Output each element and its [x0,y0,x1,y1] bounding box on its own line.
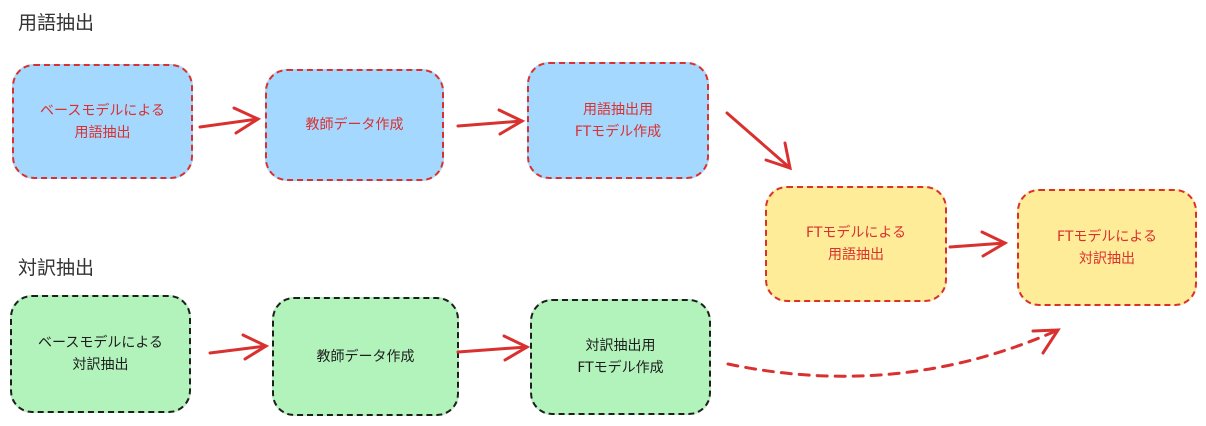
node-term-ft-model[interactable]: 用語抽出用 FTモデル作成 [527,62,709,179]
section-title-term: 用語抽出 [18,12,95,34]
arrow-1 [198,106,262,135]
node-pair-ft-model[interactable]: 対訳抽出用 FTモデル作成 [530,299,711,415]
arrow-6 [456,334,531,362]
arrow-4 [948,230,1009,258]
node-ft-term-extraction[interactable]: FTモデルによる 用語抽出 [765,186,947,302]
section-title-pair: 対訳抽出 [18,257,95,279]
arrow-2 [456,108,526,136]
arrow-5 [208,333,270,361]
node-base-pair-extraction[interactable]: ベースモデルによる 対訳抽出 [10,295,191,413]
node-ft-pair-extraction[interactable]: FTモデルによる 対訳抽出 [1017,189,1197,306]
node-pair-training-data[interactable]: 教師データ作成 [272,297,459,416]
node-base-term-extraction[interactable]: ベースモデルによる 用語抽出 [12,64,193,179]
arrow-3 [725,111,792,171]
node-term-training-data[interactable]: 教師データ作成 [265,69,444,181]
arrow-dashed [726,328,1061,378]
